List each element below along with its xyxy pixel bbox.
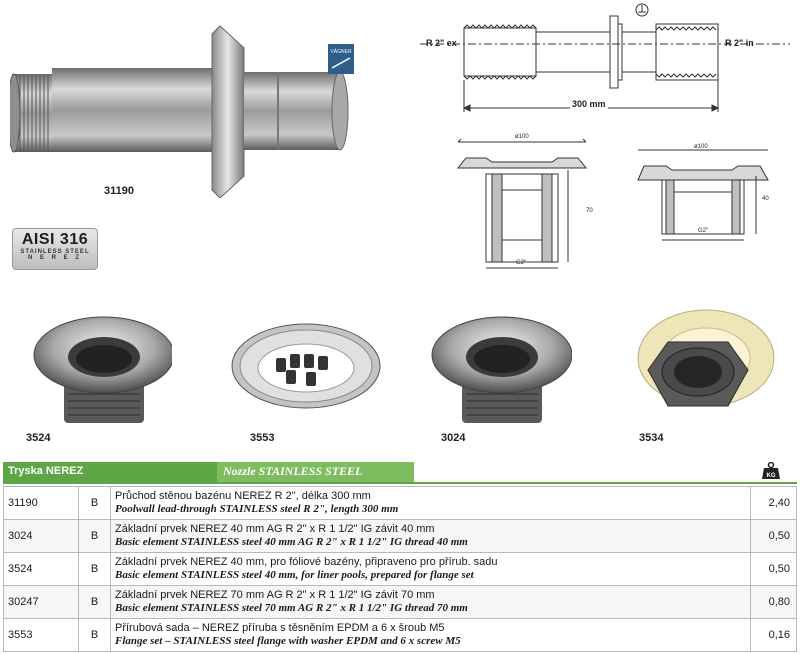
hex-nut-photo-3534	[637, 309, 775, 407]
drawing-right-label: R 2" in	[725, 38, 754, 48]
section1-thread: G2"	[516, 260, 527, 266]
flange-set-photo-3553	[231, 323, 381, 409]
drawing-left-label: R 2" ex	[426, 38, 457, 48]
row-weight: 0,50	[750, 519, 797, 553]
pipe-photo: VÁGNER	[10, 25, 354, 198]
section1-diameter: ø100	[515, 134, 529, 140]
pipe-technical-drawing	[420, 3, 790, 112]
row-class: B	[78, 552, 111, 586]
row-desc-en: Basic element STAINLESS steel 40 mm, for…	[115, 569, 474, 581]
table-row: 3024 B Základní prvek NEREZ 40 mm AG R 2…	[3, 519, 797, 553]
table-title-en: Nozzle STAINLESS STEEL	[217, 462, 414, 482]
row-code: 3024	[3, 519, 79, 553]
brand-tag: VÁGNER	[330, 48, 352, 55]
table-row: 3553 B Přírubová sada – NEREZ příruba s …	[3, 618, 797, 652]
flange-code-3524: 3524	[26, 432, 51, 444]
table-row: 30247 B Základní prvek NEREZ 70 mm AG R …	[3, 585, 797, 619]
badge-subtitle: STAINLESS STEEL	[20, 249, 90, 255]
table-header-underline	[3, 482, 797, 484]
drawing-length-label: 300 mm	[570, 99, 608, 109]
row-desc-cz: Základní prvek NEREZ 40 mm AG R 2" x R 1…	[115, 523, 435, 535]
row-weight: 0,50	[750, 552, 797, 586]
row-desc-cz: Základní prvek NEREZ 40 mm, pro fóliové …	[115, 556, 498, 568]
section1-height: 70	[586, 208, 593, 214]
svg-text:KG: KG	[767, 473, 776, 479]
row-class: B	[78, 618, 111, 652]
row-description: Průchod stěnou bazénu NEREZ R 2", délka …	[110, 486, 751, 520]
aisi-316-badge: AISI 316 STAINLESS STEEL N E R E Z	[12, 228, 98, 270]
section2-diameter: ø100	[694, 144, 708, 150]
section2-height: 40	[762, 196, 769, 202]
row-code: 3553	[3, 618, 79, 652]
row-desc-en: Flange set – STAINLESS steel flange with…	[115, 635, 461, 647]
table-title-cz: Tryska NEREZ	[8, 465, 84, 477]
row-code: 30247	[3, 585, 79, 619]
row-desc-en: Basic element STAINLESS steel 40 mm AG R…	[115, 536, 468, 548]
row-class: B	[78, 519, 111, 553]
section2-thread: G2"	[698, 228, 709, 234]
flange-code-3534: 3534	[639, 432, 664, 444]
row-description: Přírubová sada – NEREZ příruba s těsnění…	[110, 618, 751, 652]
row-weight: 0,16	[750, 618, 797, 652]
badge-title: AISI 316	[21, 231, 89, 248]
row-desc-cz: Průchod stěnou bazénu NEREZ R 2", délka …	[115, 490, 371, 502]
row-desc-cz: Základní prvek NEREZ 70 mm AG R 2" x R 1…	[115, 589, 435, 601]
table-header-bar: Tryska NEREZ Nozzle STAINLESS STEEL	[3, 462, 414, 482]
row-weight: 2,40	[750, 486, 797, 520]
section-drawing-70	[456, 138, 588, 269]
row-weight: 0,80	[750, 585, 797, 619]
row-description: Základní prvek NEREZ 40 mm AG R 2" x R 1…	[110, 519, 751, 553]
row-desc-en: Basic element STAINLESS steel 70 mm AG R…	[115, 602, 468, 614]
row-code: 31190	[3, 486, 79, 520]
flange-photo-3024	[431, 316, 572, 423]
flange-code-3024: 3024	[441, 432, 466, 444]
row-class: B	[78, 486, 111, 520]
table-row: 31190 B Průchod stěnou bazénu NEREZ R 2"…	[3, 486, 797, 520]
row-class: B	[78, 585, 111, 619]
section-drawing-40	[637, 149, 769, 241]
flange-code-3553: 3553	[250, 432, 275, 444]
row-description: Základní prvek NEREZ 70 mm AG R 2" x R 1…	[110, 585, 751, 619]
row-desc-cz: Přírubová sada – NEREZ příruba s těsnění…	[115, 622, 445, 634]
row-desc-en: Poolwall lead-through STAINLESS steel R …	[115, 503, 399, 515]
badge-nerez: N E R E Z	[27, 255, 82, 261]
product-table: 31190 B Průchod stěnou bazénu NEREZ R 2"…	[3, 486, 797, 652]
flange-photo-3524	[33, 316, 172, 423]
pipe-code: 31190	[104, 185, 134, 197]
row-description: Základní prvek NEREZ 40 mm, pro fóliové …	[110, 552, 751, 586]
row-code: 3524	[3, 552, 79, 586]
kg-weight-icon: KG	[762, 462, 780, 479]
table-row: 3524 B Základní prvek NEREZ 40 mm, pro f…	[3, 552, 797, 586]
